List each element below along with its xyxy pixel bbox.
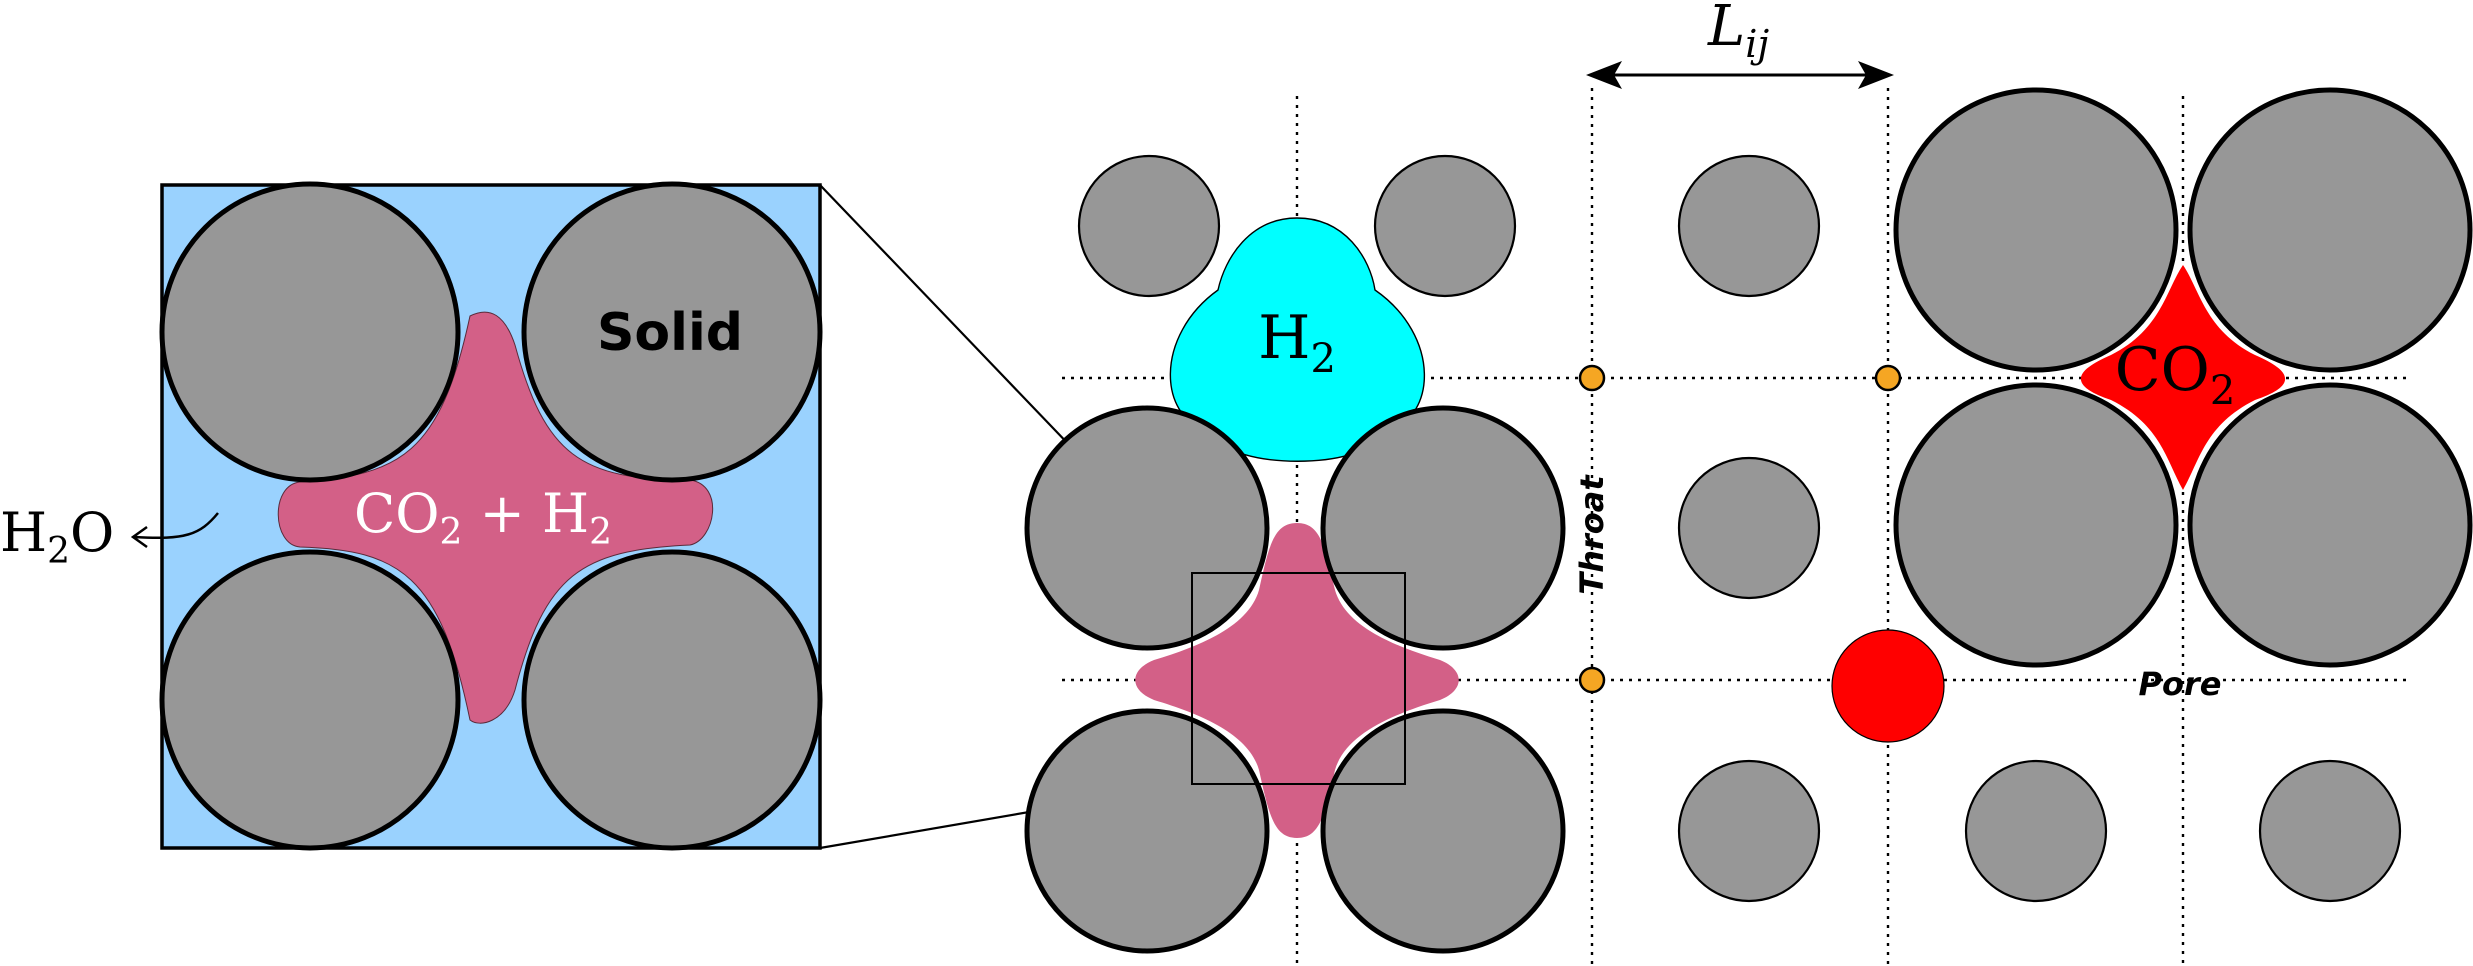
grain-large	[1024, 708, 1270, 954]
water-arrow-icon	[130, 512, 219, 549]
left-pore-cluster: H2	[1024, 154, 1566, 954]
h2-bubble	[1169, 217, 1426, 462]
grain-large	[1893, 87, 2179, 373]
co2-h2-pore-blob	[1135, 523, 1459, 838]
grain-small	[1077, 154, 1221, 298]
throat-node	[1874, 364, 1902, 392]
grain-small	[1677, 154, 1821, 298]
right-pore-cluster: CO2	[1893, 87, 2473, 903]
pore-label: Pore	[2139, 665, 2222, 703]
grain-large	[1893, 382, 2179, 668]
grain-large	[1320, 708, 1566, 954]
inset-grain-top-left	[159, 181, 461, 483]
length-arrow-left-head-icon	[1586, 61, 1622, 89]
h2-label: H2	[1258, 303, 1336, 382]
mixture-label: CO2 + H2	[354, 482, 612, 553]
throat-nodes	[1578, 364, 1902, 694]
grain-large	[1320, 405, 1566, 651]
grain-small	[2258, 759, 2402, 903]
throat-node	[1578, 666, 1606, 694]
grain-small	[1677, 456, 1821, 600]
co2-pore-bubble	[1831, 629, 1945, 743]
inset-zoom-panel: Solid CO2 + H2 H2O	[0, 181, 823, 851]
solid-label: Solid	[597, 303, 743, 363]
middle-pore-column	[1677, 154, 1945, 903]
inset-grain-bottom-right	[521, 549, 823, 851]
inset-grain-bottom-left	[159, 549, 461, 851]
throat-node	[1578, 364, 1606, 392]
length-dimension: Lij	[1586, 0, 1894, 89]
throat-label: Throat	[1573, 474, 1611, 595]
length-label: Lij	[1707, 0, 1769, 66]
grain-small	[1964, 759, 2108, 903]
grain-small	[1677, 759, 1821, 903]
co2-trapped-blob	[2080, 265, 2286, 490]
zoom-region-box	[1191, 572, 1406, 785]
grain-large	[1024, 405, 1270, 651]
length-arrow-right-head-icon	[1858, 61, 1894, 89]
co2-label: CO2	[2115, 335, 2236, 414]
inset-grain-top-right	[521, 181, 823, 483]
water-label: H2O	[0, 501, 114, 572]
grain-large	[2187, 382, 2473, 668]
grain-large	[2187, 87, 2473, 373]
grain-small	[1373, 154, 1517, 298]
co2-h2-mixture-blob	[277, 311, 714, 724]
